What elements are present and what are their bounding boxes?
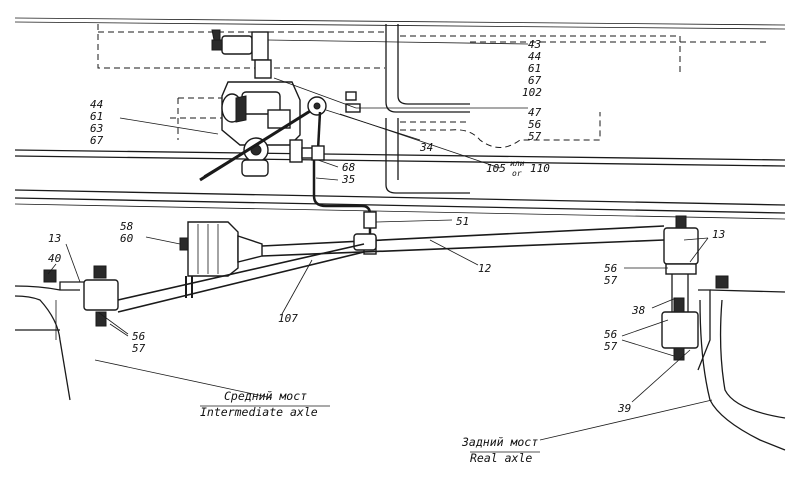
callout-56-left: 56 [132,330,146,343]
callout-39: 39 [617,402,631,415]
rod-12 [261,225,665,257]
callout-107: 107 [278,312,298,325]
callout-40: 40 [48,252,62,265]
callout-67-left: 67 [90,134,104,147]
axle-captions: Средний мост Intermediate axle Задний мо… [200,389,538,465]
callout-13-right: 13 [712,228,725,241]
callout-56-top: 56 [528,118,542,131]
callout-35: 35 [341,173,355,186]
callout-or-en: or [512,169,522,178]
callout-61-left: 61 [90,110,103,123]
leader-lines [47,39,713,453]
caption-intermediate-en: Intermediate axle [200,405,318,419]
callout-34: 34 [419,141,433,154]
left-axle-bushing [14,265,119,401]
callout-12: 12 [478,262,492,275]
callout-56-right-lower: 56 [604,328,618,341]
callout-67-top: 67 [528,74,542,87]
callout-44-top: 44 [528,50,541,63]
callout-61-top: 61 [528,62,541,75]
callout-105: 105 [486,162,506,175]
callout-68: 68 [342,161,356,174]
callout-57-top: 57 [528,130,542,143]
callout-110: 110 [530,162,550,175]
hidden-contours [97,24,770,148]
callout-57-right-lower: 57 [604,340,618,353]
callout-56-right-upper: 56 [604,262,618,275]
caption-rear-ru: Задний мост [461,435,538,449]
callout-47: 47 [528,106,542,119]
callout-57-left: 57 [132,342,146,355]
frame-lines [14,17,786,220]
callout-102: 102 [522,86,542,99]
caption-intermediate-ru: Средний мост [224,389,307,403]
callout-13-left: 13 [48,232,61,245]
callout-58: 58 [120,220,134,233]
callout-or-ru: или [510,159,525,168]
callout-43: 43 [528,38,541,51]
callout-57-right-upper: 57 [604,274,618,287]
callout-63: 63 [90,122,103,135]
callout-51: 51 [456,215,469,228]
brake-regulator [199,29,361,182]
right-axle-bushings [661,215,786,451]
callout-38: 38 [631,304,646,317]
rod-107 [117,243,365,313]
elastic-element [179,221,263,298]
caption-rear-en: Real axle [470,451,532,465]
callout-60: 60 [120,232,134,245]
callout-44-left: 44 [90,98,103,111]
callout-labels: 43 44 61 67 102 47 56 57 34 105 или or 1… [48,38,725,415]
